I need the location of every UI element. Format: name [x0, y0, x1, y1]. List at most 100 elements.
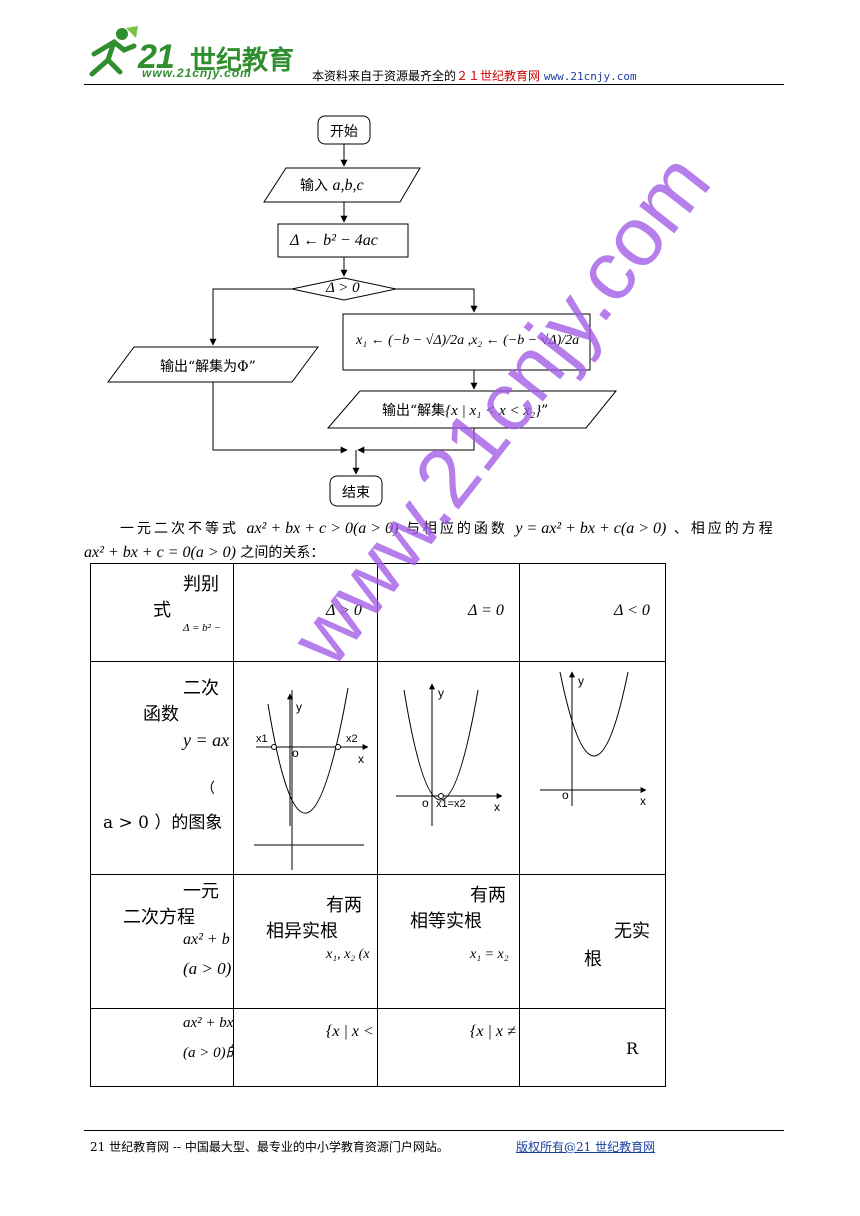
row3-c3b: 根: [584, 949, 602, 970]
row3-c1c: x₁, x₂ (x: [326, 947, 370, 962]
graph1-y-label: y: [296, 700, 302, 714]
roots-node: [342, 313, 591, 371]
row2-h1: 二次: [183, 678, 219, 699]
runner-logo-icon: [89, 26, 138, 77]
header-rule: [84, 84, 784, 85]
row1-c2: Δ = 0: [468, 602, 504, 619]
graph1-x2-label: x2: [346, 733, 358, 745]
intro-math-2: y = ax² + bx + c(a > 0): [515, 520, 667, 537]
graph1-x1-label: x1: [256, 733, 268, 745]
row3-c2b: 相等实根: [410, 911, 482, 932]
input-node: [263, 167, 421, 203]
row2-h4: （: [201, 781, 215, 797]
parabola-two-roots-graph: [254, 690, 364, 874]
footer-rule: [84, 1130, 784, 1131]
cell-solution-one-root: {x | x ≠ −: [377, 1008, 520, 1087]
row3-c3a: 无实: [614, 921, 650, 942]
intro-math-3: ax² + bx + c = 0(a > 0): [84, 544, 236, 561]
graph-cell-two-roots: [233, 661, 378, 875]
row1-c1: Δ > 0: [326, 602, 362, 619]
graph2-origin-label: o: [422, 796, 429, 810]
row4-c3: R: [626, 1039, 639, 1058]
cell-delta-negative: Δ < 0: [519, 563, 666, 662]
cell-solution-two-roots: {x | x < x: [233, 1008, 378, 1087]
table-row: ax² + bx (a > 0)的 {x | x < x {x | x ≠ − …: [90, 1008, 666, 1087]
table-row: 判别 式 Δ = b² − Δ > 0 Δ = 0 Δ < 0: [90, 563, 666, 662]
relation-table: 判别 式 Δ = b² − Δ > 0 Δ = 0 Δ < 0 二次 函数 y …: [90, 563, 666, 1087]
graph1-root-left: [271, 744, 277, 750]
roots-label: x₁ ← (−b − √Δ)/2a ,x₂ ← (−b − √Δ)/2a: [356, 333, 580, 348]
source-url[interactable]: www.21cnjy.com: [543, 70, 637, 83]
input-label: 输入 a,b,c: [300, 175, 364, 195]
source-note: 本资料来自于资源最齐全的２１世纪教育网 www.21cnjy.com: [312, 67, 637, 84]
cell-solution-no-root: R: [519, 1008, 666, 1087]
condition-label: Δ > 0: [326, 280, 360, 296]
row3-c1a: 有两: [326, 895, 362, 916]
output-set-label: 输出“解集{x | x₁ < x < x₂}”: [382, 400, 548, 420]
logo: [84, 24, 284, 84]
intro-line-2: ax² + bx + c = 0(a > 0) 之间的关系：: [84, 542, 324, 562]
output-empty-node: [107, 346, 319, 383]
graph2-parabola: [403, 689, 479, 801]
footer-left: 21 世纪教育网 -- 中国最大型、最专业的中小学教育资源门户网站。: [90, 1140, 449, 1154]
source-site: ２１世纪教育网: [456, 69, 541, 83]
table-row: 一元 二次方程 ax² + b (a > 0) 有两 相异实根 x₁, x₂ (…: [90, 874, 666, 1009]
graph2-x-label: x: [494, 800, 500, 814]
cell-two-equal-roots: 有两 相等实根 x₁ = x₂: [377, 874, 520, 1009]
footer-copyright-link[interactable]: 版权所有@21 世纪教育网: [516, 1138, 655, 1155]
assign-node: [277, 223, 409, 258]
row2-h5: a > 0 ）的图象: [103, 813, 223, 833]
graph2-root-label: x1=x2: [436, 798, 466, 810]
row3-c1b: 相异实根: [266, 921, 338, 942]
start-label: 开始: [330, 124, 358, 140]
row3-h3: ax² + b: [183, 931, 230, 948]
intro-text-c: 、相应的方程: [673, 521, 776, 537]
row2-h2: 函数: [143, 704, 179, 725]
row4-c1: {x | x < x: [326, 1023, 377, 1040]
row3-c2a: 有两: [470, 885, 506, 906]
flowchart: [107, 115, 618, 507]
row3-h1: 一元: [183, 881, 219, 902]
row3-h2: 二次方程: [123, 907, 195, 928]
row1-h2: 式: [153, 600, 171, 621]
footer-copyright[interactable]: 版权所有@21 世纪教育网: [516, 1140, 656, 1154]
row1-h1: 判别: [183, 574, 219, 595]
logo-number: 21: [138, 38, 175, 76]
row1-h3: Δ = b² −: [183, 622, 222, 634]
output-empty-label: 输出“解集为Φ”: [160, 359, 256, 375]
graph2-y-label: y: [438, 686, 444, 700]
assign-label: Δ ← b² − 4ac: [290, 232, 378, 249]
graph2-root: [438, 793, 444, 799]
graph1-x-label: x: [358, 752, 364, 766]
graph1-origin-label: o: [292, 746, 299, 760]
intro-text-b: 与相应的函数: [405, 521, 508, 537]
graph-cell-one-root: [377, 661, 520, 875]
source-prefix: 本资料来自于资源最齐全的: [312, 69, 457, 83]
cell-two-distinct-roots: 有两 相异实根 x₁, x₂ (x: [233, 874, 378, 1009]
graph3-parabola: [559, 671, 629, 757]
graph1-parabola: [267, 687, 349, 814]
graph3-origin-label: o: [562, 788, 569, 802]
row3-h4: (a > 0): [183, 959, 232, 978]
row4-h1: ax² + bx: [183, 1015, 234, 1031]
intro-line-1: 一元二次不等式 ax² + bx + c > 0(a > 0) 与相应的函数 y…: [120, 518, 776, 538]
logo-url: www.21cnjy.com: [142, 66, 252, 80]
input-text: 输入: [300, 178, 328, 194]
graph3-x-label: x: [640, 794, 646, 808]
graph3-y-label: y: [578, 674, 584, 688]
decision-node: [291, 277, 397, 301]
row2-h3: y = ax: [183, 730, 230, 750]
input-vars: a,b,c: [332, 177, 364, 194]
end-label: 结束: [342, 485, 370, 501]
intro-math-1: ax² + bx + c > 0(a > 0): [246, 520, 399, 537]
logo-text: 世纪教育: [190, 46, 295, 76]
row4-h2: (a > 0)的: [183, 1045, 233, 1061]
row1-c3: Δ < 0: [614, 602, 650, 619]
graph-cell-no-root: [519, 661, 666, 875]
row3-c2c: x₁ = x₂: [470, 947, 509, 962]
intro-text-a: 一元二次不等式: [120, 521, 239, 537]
output-set-suffix: ”: [541, 403, 549, 419]
header-cell-discriminant: 判别 式 Δ = b² −: [90, 563, 234, 662]
graph1-root-right: [335, 744, 341, 750]
